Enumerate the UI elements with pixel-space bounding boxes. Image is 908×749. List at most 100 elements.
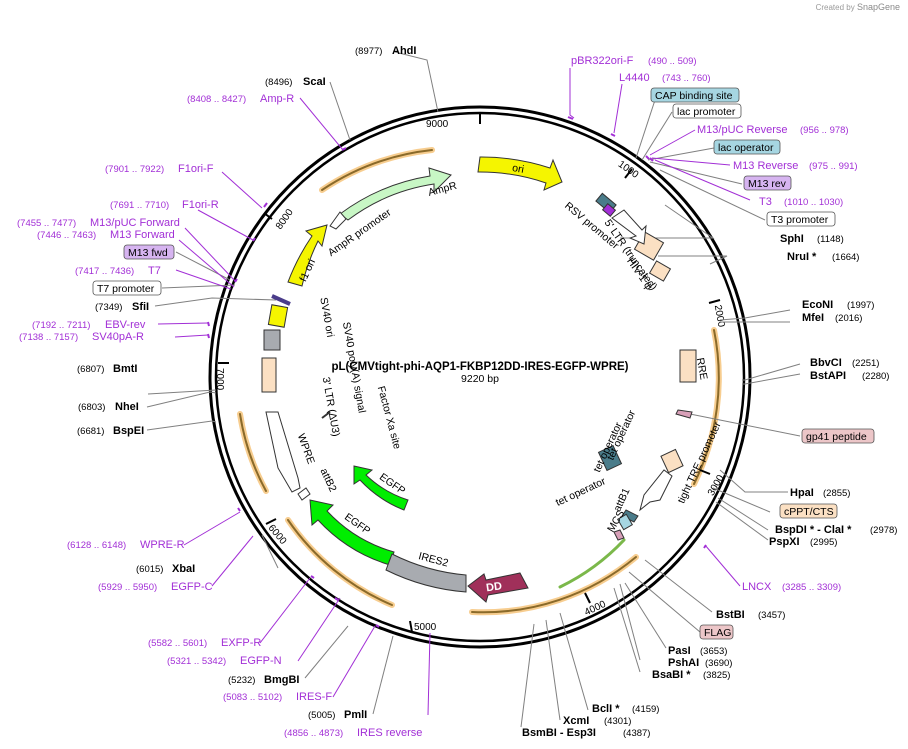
- primer-f1ori-r: F1ori-R: [182, 199, 219, 211]
- primer-egfp-c: EGFP-C: [171, 581, 213, 593]
- flag-mark: [613, 529, 625, 541]
- enzyme-hpai-pos: (2855): [823, 488, 850, 499]
- tet-operators: [597, 444, 623, 472]
- t7-promoter-label: T7 promoter: [97, 283, 155, 295]
- enzyme-bcli-pos: (4159): [632, 704, 659, 715]
- primer-marks: [207, 116, 707, 628]
- primer-exfp-r: EXFP-R: [221, 637, 261, 649]
- enzyme-bstbi: BstBI: [716, 609, 745, 621]
- enzyme-bstapi: BstAPI: [810, 370, 846, 382]
- enzyme-xcmi-pos: (4301): [604, 716, 631, 727]
- primer-sv40pa-r-pos: (7138 .. 7157): [19, 332, 78, 343]
- ori-arrow: [477, 156, 563, 191]
- primer-f1ori-r-pos: (7691 .. 7710): [110, 200, 169, 211]
- enzyme-scai: ScaI: [303, 76, 326, 88]
- enzyme-scai-pos: (8496): [265, 77, 292, 88]
- enzyme-hpai: HpaI: [790, 487, 814, 499]
- attb2-mark: [297, 487, 311, 501]
- primer-t3-pos: (1010 .. 1030): [784, 197, 843, 208]
- lac-region-2: [601, 203, 617, 217]
- enzyme-pasi: PasI: [668, 645, 691, 657]
- feature-dd-label: DD: [485, 580, 502, 594]
- primer-l4440: L4440: [619, 72, 650, 84]
- enzyme-bsmbi-esp3i: BsmBI - Esp3I: [522, 727, 596, 739]
- snapgene-brand: Created by SnapGene: [815, 2, 900, 12]
- enzyme-bbvci-pos: (2251): [852, 358, 879, 369]
- m13-fwd-label: M13 fwd: [128, 247, 168, 259]
- ltr3-box: [261, 357, 277, 393]
- enzyme-mfei-pos: (2016): [835, 313, 862, 324]
- enzyme-bstapi-pos: (2280): [862, 371, 889, 382]
- tick-9000: 9000: [426, 119, 449, 130]
- primer-lncx-pos: (3285 .. 3309): [782, 582, 841, 593]
- enzyme-bsmbi-esp3i-pos: (4387): [623, 728, 650, 739]
- tick-2000: 2000: [712, 304, 727, 328]
- primer-exfp-r-pos: (5582 .. 5601): [148, 638, 207, 649]
- ampr-arrow: [339, 167, 452, 221]
- enzyme-bsabi-pos: (3825): [703, 670, 730, 681]
- enzyme-nhei: NheI: [115, 401, 139, 413]
- enzyme-bstbi-pos: (3457): [758, 610, 785, 621]
- primer-ires-reverse: IRES reverse: [357, 727, 422, 739]
- feature-tet-operator-2: tet operator: [554, 475, 608, 509]
- m13-rev-label: M13 rev: [748, 178, 787, 190]
- feature-sv40-ori-label: SV40 ori: [317, 296, 336, 338]
- snapgene-logo: SnapGene: [856, 2, 900, 12]
- enzyme-nhei-pos: (6803): [78, 402, 105, 413]
- primer-egfp-c-pos: (5929 .. 5950): [98, 582, 157, 593]
- primer-ebv-rev: EBV-rev: [105, 319, 146, 331]
- coordinate-ticks: [218, 113, 721, 633]
- primer-t7: T7: [148, 265, 161, 277]
- feature-shapes: [261, 156, 697, 603]
- feature-wpre-label: WPRE: [295, 432, 317, 466]
- tick-1000: 1000: [616, 159, 641, 181]
- attb1-mark: [621, 509, 639, 523]
- primer-pbr322ori-f: pBR322ori-F: [571, 55, 634, 67]
- enzyme-bcli: BclI *: [592, 703, 620, 715]
- enzyme-bspdi-clai-pos: (2978): [870, 525, 897, 536]
- primer-leaders: [157, 68, 751, 716]
- feature-attb2-label: attB2: [318, 466, 339, 493]
- feature-rre-label: RRE: [694, 357, 710, 381]
- orf-bands: [237, 147, 722, 616]
- leader-lines: [146, 51, 801, 728]
- f1-ori-arrow: [287, 224, 328, 287]
- primer-ires-f: IRES-F: [296, 691, 332, 703]
- enzyme-pmli-pos: (5005): [308, 710, 335, 721]
- primer-wpre-r: WPRE-R: [140, 539, 185, 551]
- enzyme-sphi-pos: (1148): [817, 234, 844, 245]
- flag-label: FLAG: [704, 627, 731, 639]
- enzyme-bsabi: BsaBI *: [652, 669, 691, 681]
- enzyme-bmgbi-pos: (5232): [228, 675, 255, 686]
- sv40-polya-box: [263, 329, 281, 351]
- enzyme-sfii: SfiI: [132, 301, 149, 313]
- enzyme-ahdi: AhdI: [392, 45, 416, 57]
- tick-5000: 5000: [414, 622, 437, 633]
- feature-attb1-label: attB1: [611, 486, 632, 513]
- primer-m13-puc-forward-pos: (7455 .. 7477): [17, 218, 76, 229]
- primer-amp-r-pos: (8408 .. 8427): [187, 94, 246, 105]
- enzyme-nrui-pos: (1664): [832, 252, 859, 263]
- lac-operator-label: lac operator: [718, 142, 774, 154]
- cap-binding-site-label: CAP binding site: [655, 90, 733, 102]
- gp41-peptide-label: gp41 peptide: [806, 431, 867, 443]
- dd-arrow: [467, 572, 529, 603]
- primer-t7-pos: (7417 .. 7436): [75, 266, 134, 277]
- mcs-box: [616, 513, 634, 531]
- tight-tre-box: [660, 448, 684, 474]
- enzyme-ahdi-pos: (8977): [355, 46, 382, 57]
- primer-m13-reverse: M13 Reverse: [733, 160, 798, 172]
- primer-sv40pa-r: SV40pA-R: [92, 331, 144, 343]
- primer-ebv-rev-pos: (7192 .. 7211): [32, 320, 90, 331]
- enzyme-bspdi-clai: BspDI * - ClaI *: [775, 524, 852, 536]
- tick-8000: 8000: [274, 207, 296, 232]
- primer-wpre-r-pos: (6128 .. 6148): [67, 540, 126, 551]
- hiv-psi-box: [648, 260, 672, 282]
- enzyme-econi-pos: (1997): [847, 300, 874, 311]
- enzyme-bspei: BspEI: [113, 425, 144, 437]
- primer-l4440-pos: (743 .. 760): [662, 73, 711, 84]
- primer-m13-puc-reverse: M13/pUC Reverse: [697, 124, 787, 136]
- primer-egfp-n-pos: (5321 .. 5342): [167, 656, 226, 667]
- primer-m13-forward-pos: (7446 .. 7463): [37, 230, 96, 241]
- factor-xa-mark: [321, 411, 331, 419]
